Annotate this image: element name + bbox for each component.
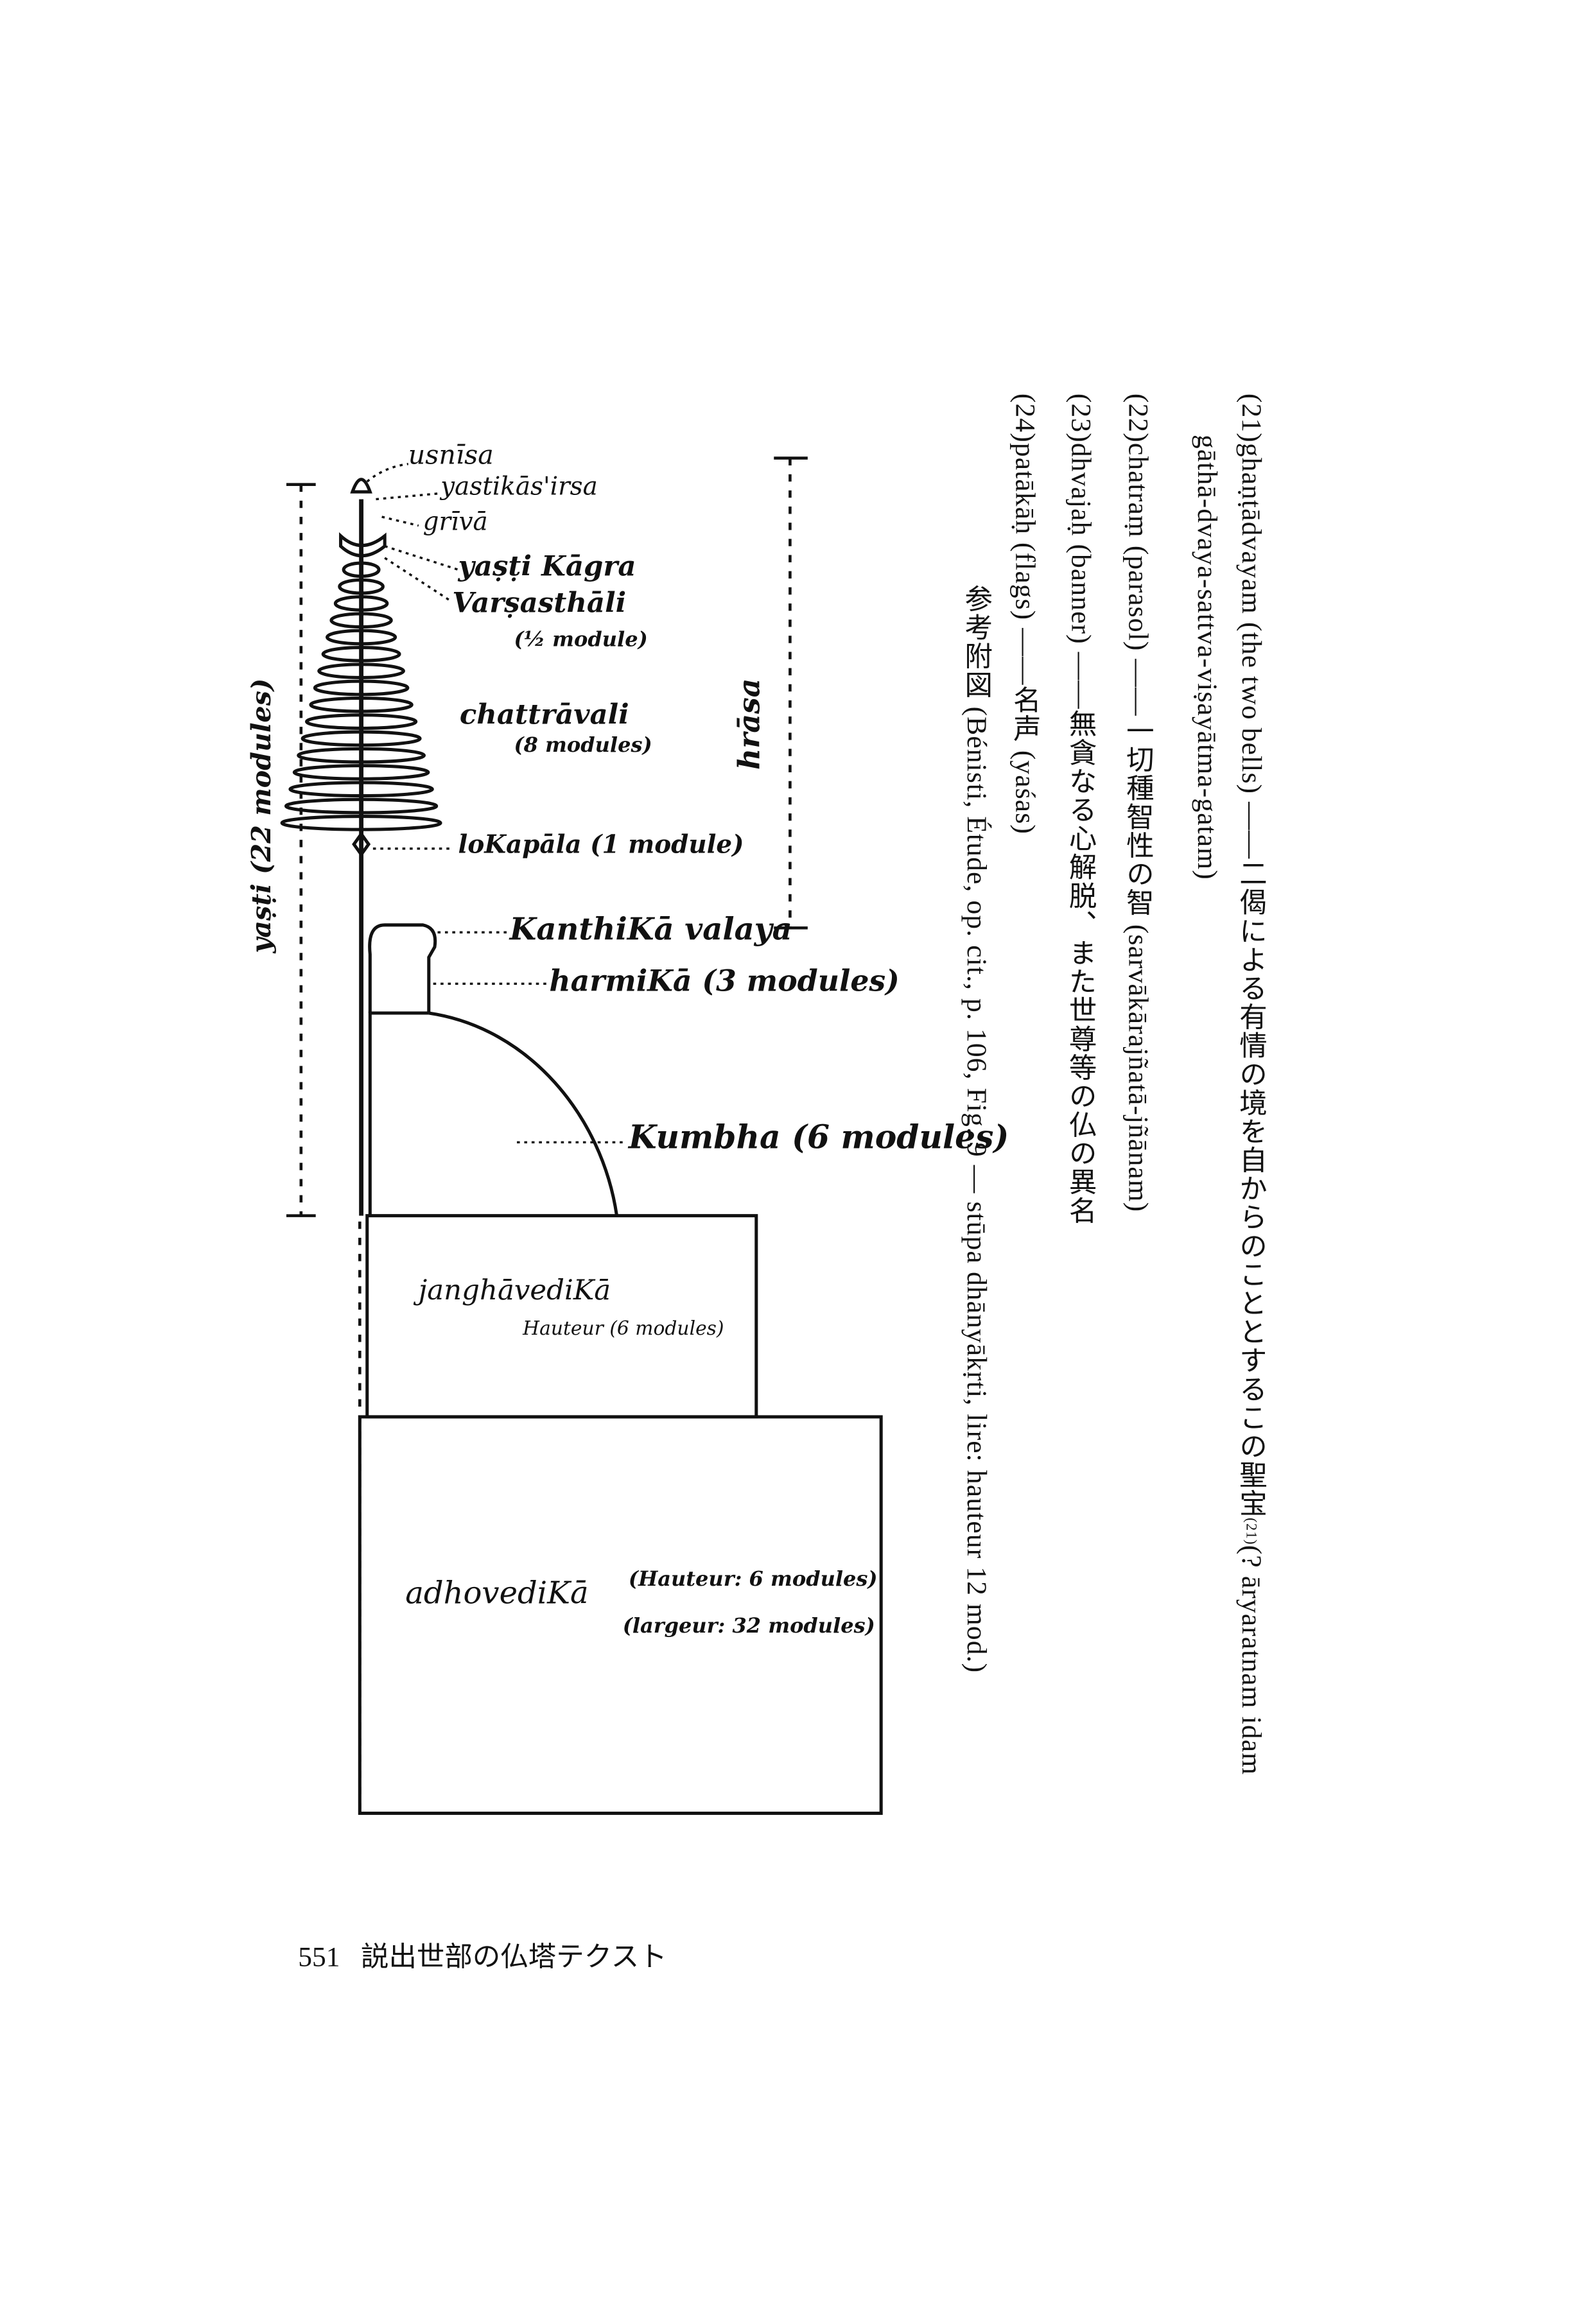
- chattra-disc: [317, 663, 405, 679]
- page-footer: 551 説出世部の仏塔テクスト: [298, 1935, 667, 1975]
- label-yastikasirsa: yastikās'irsa: [440, 473, 598, 503]
- note-number: (21): [1235, 393, 1266, 443]
- chattra-disc: [338, 578, 385, 595]
- label-harmika: harmiKā (3 modules): [549, 963, 900, 999]
- label-usnisa: usnīsa: [408, 440, 494, 472]
- page-number: 551: [298, 1942, 340, 1973]
- chattra-disc: [329, 612, 393, 629]
- chattravali-discs: [280, 561, 442, 831]
- note-22: (22)chatraṃ (parasol) ——一切種智性の智 (sarvākā…: [1122, 393, 1153, 1213]
- note-24: (24)patākāḥ (flags) ——名声 (yaśas): [1009, 393, 1040, 835]
- chattra-disc: [301, 730, 422, 747]
- note-text: chatraṃ (parasol) ——一切種智性の智 (sarvākārajñ…: [1122, 442, 1153, 1213]
- label-lokapala: loKapāla (1 module): [458, 831, 744, 861]
- note-21-continuation: gāthā-dvaya-sattva-viṣayātma-gatam): [1190, 434, 1222, 880]
- chattra-disc: [297, 747, 426, 764]
- note-superscript: (21): [1242, 1518, 1259, 1545]
- label-adhovedika-height: (Hauteur: 6 modules): [628, 1568, 878, 1592]
- note-text: dhvajaḥ (banner) ——無貪なる心解脱、また世尊等の仏の異名: [1065, 442, 1096, 1225]
- usnisa-shape: [350, 478, 372, 494]
- label-kumbha: Kumbha (6 modules): [628, 1118, 1009, 1158]
- note-number: (22): [1122, 393, 1153, 443]
- kumbha-dome: [428, 1011, 619, 1217]
- label-yasti: yaṣṭi (22 modules): [247, 678, 278, 953]
- harmika: [368, 923, 437, 1014]
- label-varsasthali: Varṣasthāli: [452, 587, 627, 620]
- note-23: (23)dhvajaḥ (banner) ——無貪なる心解脱、また世尊等の仏の異…: [1065, 393, 1096, 1225]
- chattra-disc: [280, 815, 442, 831]
- note-number: (24): [1009, 393, 1040, 443]
- janghavedika-box: [365, 1214, 758, 1419]
- label-chattravali-sub: (8 modules): [514, 734, 652, 758]
- figure-caption: 参考附図 (Bénisti, Étude, op. cit., p. 106, …: [960, 584, 991, 1674]
- note-text: patākāḥ (flags) ——名声 (yaśas): [1009, 442, 1040, 835]
- chattra-disc: [313, 679, 410, 697]
- note-21: (21)ghaṇṭādvayam (the two bells) ——二偈による…: [1235, 393, 1266, 1776]
- note-text: ghaṇṭādvayam (the two bells) ——二偈による有情の境…: [1235, 442, 1266, 1518]
- label-janghavedika: janghāvediKā: [418, 1274, 611, 1307]
- label-hrasa: hrāsa: [731, 678, 767, 770]
- chattra-disc: [305, 713, 418, 730]
- label-kanthika: KanthiKā valaya: [509, 910, 792, 948]
- chattra-disc: [321, 646, 401, 663]
- label-griva: grīvā: [423, 508, 488, 538]
- label-yastikagra: yaṣṭi Kāgra: [458, 550, 636, 583]
- label-chattravali: chattrāvali: [459, 698, 629, 731]
- note-text-tail: (? āryaratnam idam: [1235, 1545, 1266, 1776]
- label-adhovedika-width: (largeur: 32 modules): [622, 1615, 875, 1639]
- running-title: 説出世部の仏塔テクスト: [361, 1942, 667, 1973]
- chattra-disc: [309, 696, 414, 713]
- label-adhovedika: adhovediKā: [405, 1575, 589, 1611]
- chattra-disc: [284, 797, 439, 815]
- label-janghavedika-sub: Hauteur (6 modules): [523, 1318, 724, 1341]
- chattra-disc: [292, 764, 430, 781]
- label-varsasthali-sub: (½ module): [514, 628, 648, 652]
- lokapala-shape: [352, 831, 371, 858]
- chattra-disc: [326, 629, 397, 646]
- chattra-disc: [288, 781, 434, 798]
- note-number: (23): [1065, 393, 1096, 443]
- chattra-disc: [342, 561, 381, 578]
- chattra-disc: [333, 595, 389, 612]
